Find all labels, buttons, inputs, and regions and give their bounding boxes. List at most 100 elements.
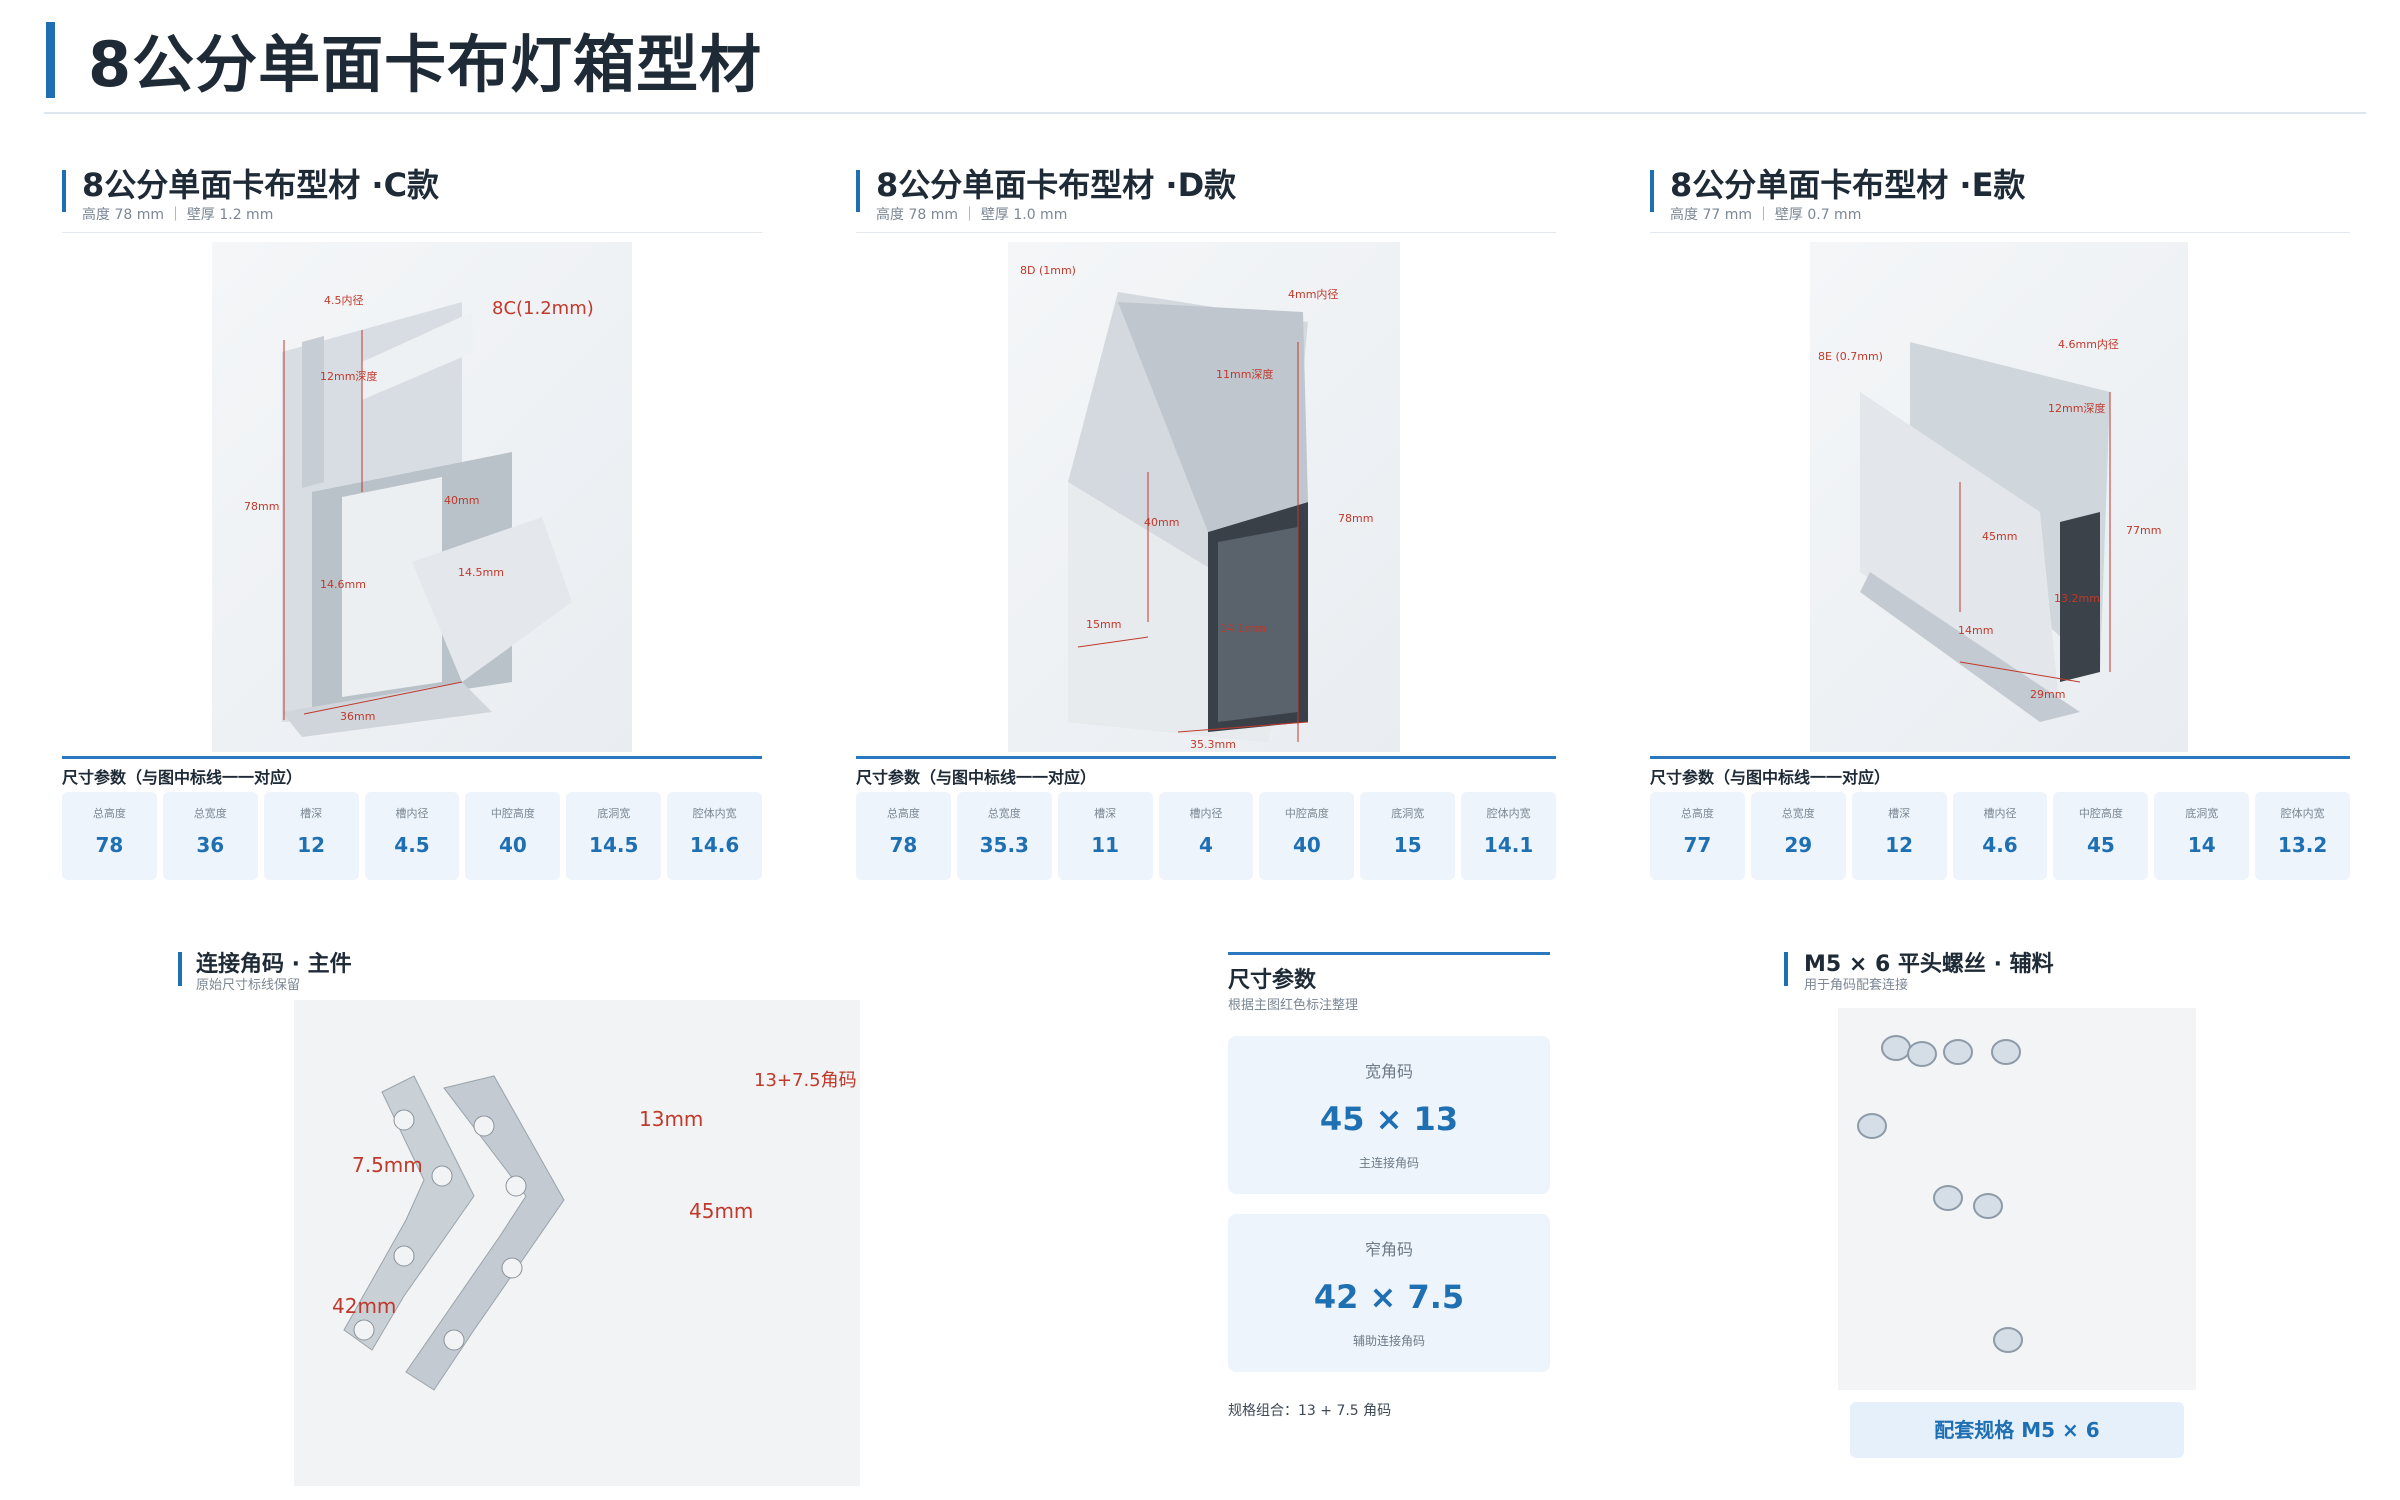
page-title-bar — [46, 22, 55, 98]
param-key: 中腔高度 — [490, 807, 535, 820]
dim-value: 42 × 7.5 — [1313, 1278, 1465, 1316]
dims-title: 尺寸参数 — [1228, 968, 1317, 993]
card-divider — [856, 232, 1556, 233]
param-label: 尺寸参数（与图中标线一一对应） — [856, 768, 1097, 787]
param-value: 4.5 — [394, 833, 430, 857]
card-divider — [1650, 232, 2350, 233]
param-cell: 槽内径 4.6 — [1952, 792, 2048, 880]
param-cell: 中腔高度 40 — [1259, 792, 1355, 880]
param-key: 槽内径 — [1983, 807, 2017, 820]
param-key: 腔体内宽 — [2280, 807, 2325, 820]
card-subtitle: 高度 78 mm ｜ 壁厚 1.2 mm — [82, 207, 274, 223]
card-title-bar — [856, 170, 860, 212]
photo-mark: 78mm — [244, 500, 279, 513]
photo-mark: 29mm — [2030, 688, 2065, 701]
photo-mark: 40mm — [444, 494, 479, 507]
param-value: 14.5 — [589, 833, 639, 857]
screws-title: M5 × 6 平头螺丝 · 辅料 — [1804, 952, 2054, 977]
corner-bracket-illustration: 13+7.5角码 13mm 7.5mm 45mm 42mm — [332, 1070, 857, 1391]
photo-mark: 13.2mm — [2054, 592, 2100, 605]
photo-mark: 45mm — [1982, 530, 2017, 543]
param-cell: 中腔高度 40 — [465, 792, 561, 880]
param-value: 40 — [1292, 833, 1321, 857]
param-divider — [856, 756, 1556, 759]
profile-photo-e: 8E (0.7mm) 4.6mm内径 12mm深度 77mm 45mm 14mm… — [1810, 242, 2188, 752]
dim-label: 窄角码 — [1364, 1240, 1413, 1259]
photo-mark: 12mm深度 — [320, 369, 377, 383]
screws-subtitle: 用于角码配套连接 — [1804, 978, 1909, 993]
param-value: 78 — [95, 833, 124, 857]
card-title-bar — [1650, 170, 1654, 212]
param-cell: 腔体内宽 14.6 — [667, 792, 763, 880]
param-key: 槽深 — [300, 807, 323, 820]
dim-value: 45 × 13 — [1319, 1100, 1459, 1138]
photo-mark: 14.5mm — [458, 566, 504, 579]
param-value: 13.2 — [2277, 833, 2328, 857]
param-key: 槽深 — [1094, 807, 1117, 820]
card-divider — [62, 232, 762, 233]
param-value: 4.6 — [1982, 833, 2018, 857]
param-label: 尺寸参数（与图中标线一一对应） — [1650, 768, 1891, 787]
page-title-divider — [44, 112, 2366, 114]
param-key: 中腔高度 — [2078, 807, 2123, 820]
photo-mark: 14mm — [1958, 624, 1993, 637]
card-subtitle: 高度 77 mm ｜ 壁厚 0.7 mm — [1670, 207, 1862, 223]
param-key: 槽内径 — [395, 807, 429, 820]
card-title-bar — [62, 170, 66, 212]
photo-mark: 4.6mm内径 — [2058, 337, 2119, 351]
param-key: 中腔高度 — [1284, 807, 1329, 820]
param-cell: 腔体内宽 13.2 — [2255, 792, 2351, 880]
profile-c-illustration: 4.5内径 8C(1.2mm) 12mm深度 78mm 40mm 14.6mm … — [244, 293, 594, 737]
param-divider — [62, 756, 762, 759]
param-key: 底洞宽 — [1391, 807, 1425, 820]
param-key: 槽深 — [1888, 807, 1911, 820]
param-value: 14.6 — [689, 833, 740, 857]
photo-mark: 35.3mm — [1190, 738, 1236, 751]
photo-mark: 8E (0.7mm) — [1818, 350, 1883, 363]
param-key: 总宽度 — [987, 807, 1021, 820]
photo-mark: 14.1mm — [1220, 622, 1266, 635]
param-key: 槽内径 — [1189, 807, 1223, 820]
screws-photo — [1838, 1008, 2196, 1390]
param-key: 底洞宽 — [2185, 807, 2219, 820]
photo-mark: 40mm — [1144, 516, 1179, 529]
photo-mark: 4mm内径 — [1288, 287, 1338, 301]
dim-label: 宽角码 — [1364, 1062, 1413, 1081]
param-divider — [1650, 756, 2350, 759]
page-title: 8公分单面卡布灯箱型材 — [88, 28, 763, 101]
photo-mark: 4.5内径 — [324, 293, 364, 307]
param-value: 12 — [1885, 833, 1914, 857]
card-title: 8公分单面卡布型材 ·E款 — [1670, 166, 2026, 204]
param-key: 腔体内宽 — [692, 807, 737, 820]
dims-combo: 规格组合：13 + 7.5 角码 — [1228, 1403, 1392, 1419]
corner-mark: 7.5mm — [352, 1153, 423, 1177]
corner-mark: 13mm — [639, 1107, 703, 1131]
param-key: 腔体内宽 — [1486, 807, 1531, 820]
profile-photo-d: 8D (1mm) 4mm内径 11mm深度 78mm 40mm 15mm 14.… — [1008, 242, 1400, 752]
param-label: 尺寸参数（与图中标线一一对应） — [62, 768, 303, 787]
param-cell: 槽内径 4.5 — [364, 792, 460, 880]
param-value: 40 — [498, 833, 527, 857]
param-key: 总高度 — [1680, 807, 1714, 820]
param-value: 14.1 — [1483, 833, 1534, 857]
param-key: 总宽度 — [1781, 807, 1815, 820]
screws-spec-chip: 配套规格 M5 × 6 — [1850, 1402, 2184, 1458]
card-title: 8公分单面卡布型材 ·C款 — [82, 166, 440, 204]
photo-mark: 15mm — [1086, 618, 1121, 631]
corner-mark: 13+7.5角码 — [754, 1070, 857, 1091]
photo-mark: 8C(1.2mm) — [492, 298, 594, 319]
corner-bracket-photo: 13+7.5角码 13mm 7.5mm 45mm 42mm — [294, 1000, 860, 1486]
corner-mark: 42mm — [332, 1294, 396, 1318]
